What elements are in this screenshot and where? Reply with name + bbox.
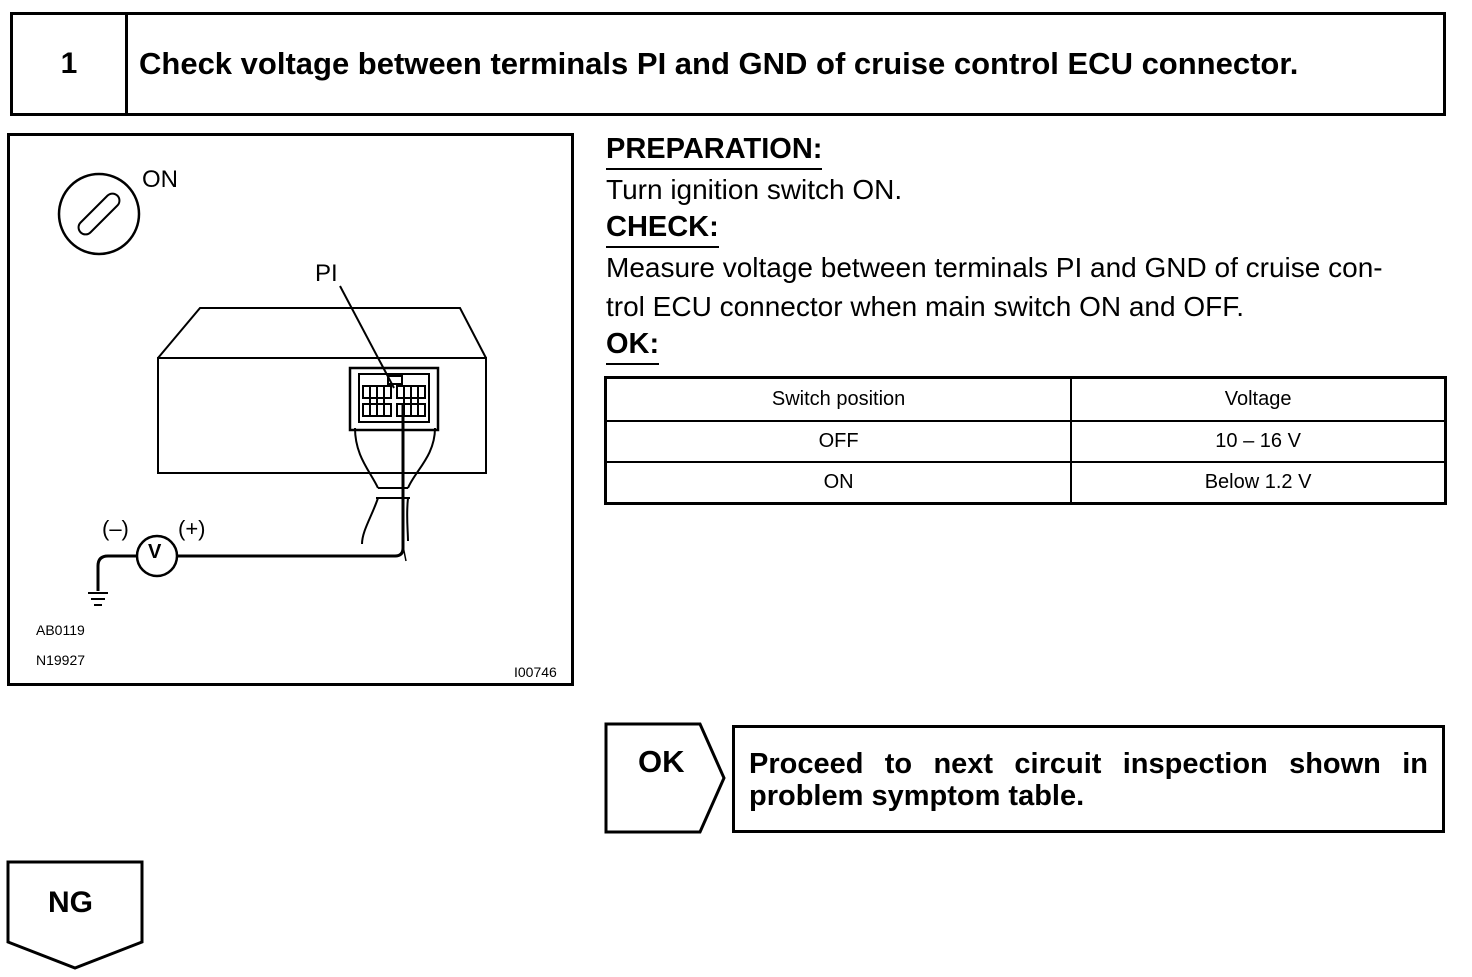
- table-cell: 10 – 16 V: [1070, 420, 1447, 463]
- ng-result-tag: NG: [6, 860, 146, 972]
- table-cell: OFF: [604, 420, 1073, 463]
- ok-heading: OK:: [606, 326, 660, 365]
- table-header-row: Switch position Voltage: [604, 376, 1447, 422]
- figure-code: N19927: [36, 652, 86, 668]
- pi-leader-line: [339, 285, 395, 389]
- table-row: ON Below 1.2 V: [604, 461, 1447, 505]
- preparation-heading: PREPARATION:: [606, 131, 823, 170]
- voltage-spec-table: Switch position Voltage OFF 10 – 16 V ON…: [604, 376, 1447, 505]
- switch-on-label: ON: [142, 166, 178, 193]
- voltmeter-label: V: [148, 541, 162, 563]
- step-header: 1 Check voltage between terminals PI and…: [10, 12, 1446, 116]
- ecu-voltage-diagram: [57, 172, 487, 606]
- preparation-text: Turn ignition switch ON.: [606, 174, 903, 205]
- test-lead: [177, 404, 405, 558]
- arrow-down-icon: [6, 860, 144, 970]
- wire-harness-icon: [354, 427, 436, 545]
- arrow-right-icon: [604, 722, 726, 834]
- ground-lead: [96, 554, 137, 591]
- ecu-box-icon: [157, 307, 487, 474]
- check-heading: CHECK:: [606, 209, 719, 248]
- instructions: PREPARATION: Turn ignition switch ON. CH…: [606, 131, 1451, 365]
- step-title: Check voltage between terminals PI and G…: [139, 46, 1299, 81]
- ok-result-tag: OK: [604, 722, 728, 834]
- wiring-illustration: ON PI V (–) (+) AB0119 N19927 I00746: [7, 133, 574, 686]
- check-text-line: trol ECU connector when main switch ON a…: [606, 291, 1245, 322]
- ground-icon: [88, 592, 108, 606]
- check-text-line: Measure voltage between terminals PI and…: [606, 252, 1383, 283]
- table-header-cell: Voltage: [1070, 376, 1447, 422]
- ok-tag-label: OK: [638, 744, 685, 779]
- negative-probe-label: (–): [102, 516, 129, 541]
- ignition-key-slot-icon: [77, 192, 121, 236]
- table-cell: ON: [604, 461, 1073, 505]
- figure-code: I00746: [514, 664, 557, 680]
- table-header-cell: Switch position: [604, 376, 1073, 422]
- ng-tag-label: NG: [48, 886, 93, 919]
- ok-result-text: Proceed to next circuit inspection shown…: [732, 725, 1445, 833]
- step-number: 1: [13, 15, 128, 113]
- table-cell: Below 1.2 V: [1070, 461, 1447, 505]
- table-row: OFF 10 – 16 V: [604, 420, 1447, 463]
- figure-code: AB0119: [36, 622, 85, 638]
- ignition-switch-icon: [57, 172, 141, 256]
- positive-probe-label: (+): [178, 516, 206, 541]
- terminal-pi-label: PI: [315, 260, 338, 287]
